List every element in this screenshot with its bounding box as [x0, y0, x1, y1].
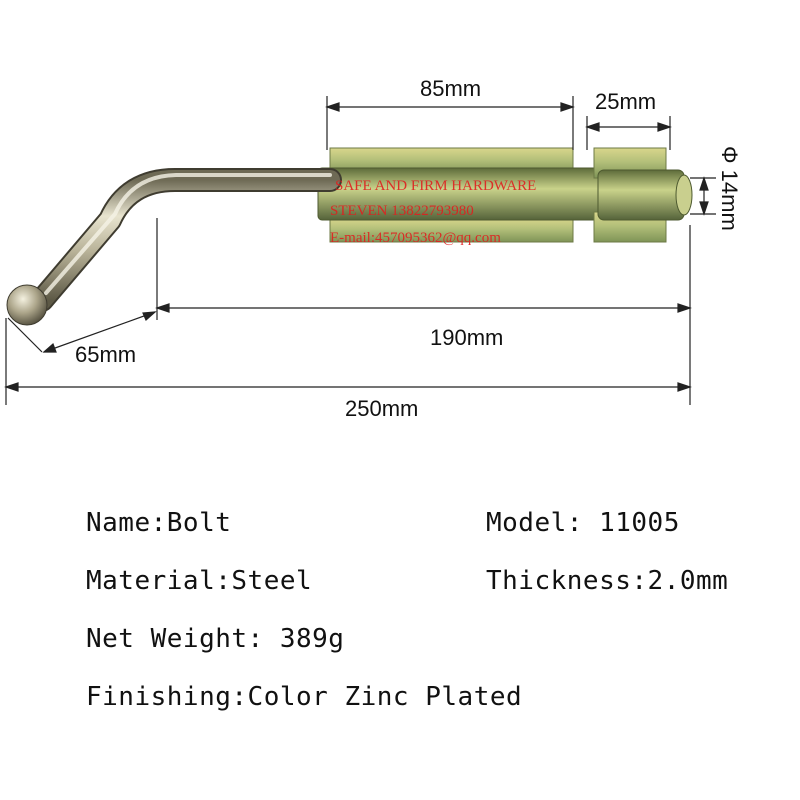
spec-finishing-value: Color Zinc Plated	[247, 682, 523, 712]
watermark: SAFE AND FIRM HARDWARE STEVEN 1382279398…	[330, 178, 536, 246]
watermark-line2: STEVEN 13822793980	[330, 203, 474, 219]
bolt-dimension-diagram: SAFE AND FIRM HARDWARE STEVEN 1382279398…	[4, 76, 742, 421]
overall-length-label: 250mm	[345, 396, 418, 421]
dimension-lines	[4, 96, 716, 405]
spec-thickness: Thickness:2.0mm	[486, 566, 728, 596]
spec-material: Material:Steel	[86, 566, 312, 596]
spec-finishing: Finishing:Color Zinc Plated	[86, 682, 522, 712]
spec-model-label: Model:	[486, 508, 583, 538]
spec-finishing-label: Finishing:	[86, 682, 248, 712]
keeper-length-label: 85mm	[420, 76, 481, 101]
watermark-line1: SAFE AND FIRM HARDWARE	[335, 178, 536, 194]
spec-weight: Net Weight: 389g	[86, 624, 344, 654]
handle-knob	[6, 284, 48, 326]
spec-model-value: 11005	[599, 508, 680, 538]
bolt-rod	[30, 168, 342, 312]
bolt-length-label: 190mm	[430, 325, 503, 350]
spec-thickness-label: Thickness:	[486, 566, 648, 596]
spec-thickness-value: 2.0mm	[647, 566, 729, 596]
handle-length-label: 65mm	[75, 342, 136, 367]
spec-name-value: Bolt	[166, 508, 232, 538]
staple-width-label: 25mm	[595, 89, 656, 114]
watermark-line3: E-mail:457095362@qq.com	[330, 230, 501, 246]
spec-model: Model: 11005	[486, 508, 680, 538]
staple	[593, 147, 693, 243]
spec-material-label: Material:	[86, 566, 232, 596]
keeper-plate	[317, 147, 601, 243]
diameter-label: Φ 14mm	[717, 146, 742, 231]
spec-weight-label: Net Weight:	[86, 624, 264, 654]
spec-name-label: Name:	[86, 508, 167, 538]
spec-name: Name:Bolt	[86, 508, 231, 538]
spec-material-value: Steel	[231, 566, 313, 596]
spec-weight-value: 389g	[279, 624, 345, 654]
